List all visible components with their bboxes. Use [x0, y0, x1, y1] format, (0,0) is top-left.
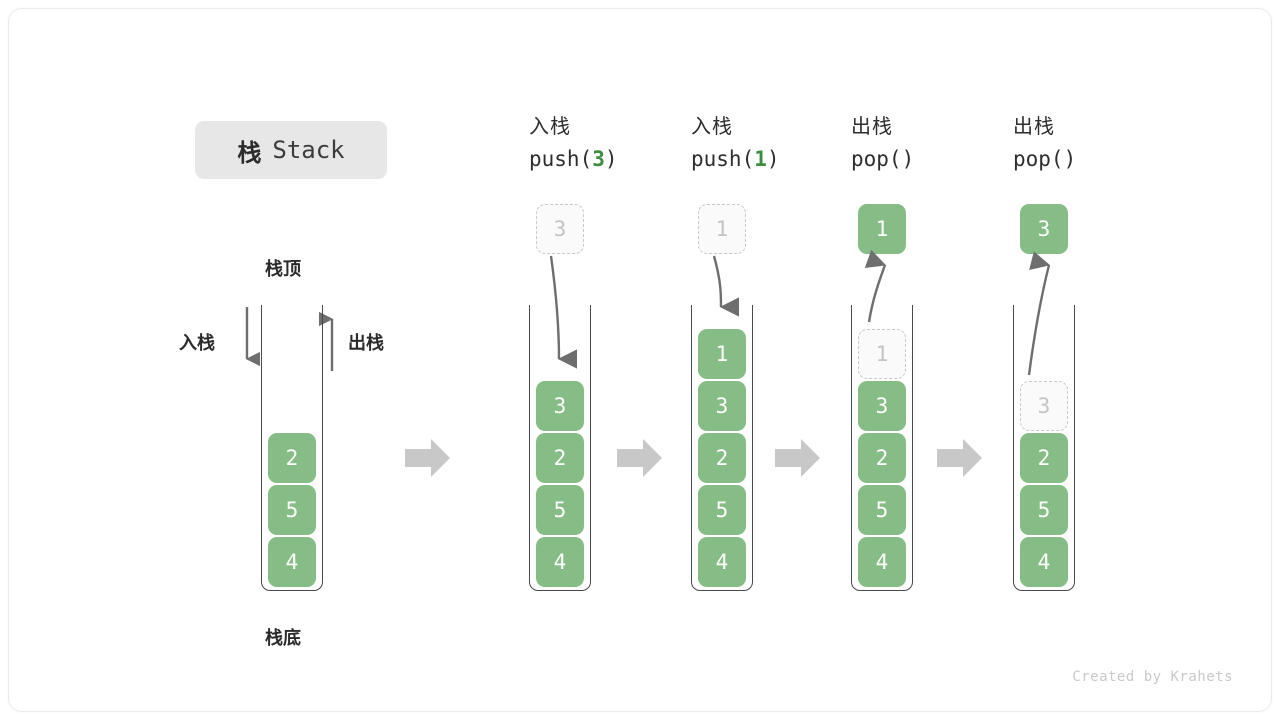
stack-cell: 5 [268, 485, 316, 535]
flow-arrow-icon [617, 439, 662, 477]
code-suffix: ) [901, 147, 915, 171]
operation-label: 入栈 push(1) [661, 114, 821, 174]
operation-code: pop() [851, 144, 981, 174]
stack-cell: 5 [1020, 485, 1068, 535]
popped-value-box: 1 [858, 204, 906, 254]
code-value: 1 [754, 147, 767, 171]
code-suffix: ) [604, 147, 618, 171]
stack-cell: 4 [858, 537, 906, 587]
stack-bottom-label: 栈底 [265, 628, 301, 648]
stack-cell: 4 [536, 537, 584, 587]
flow-arrow-icon [775, 439, 820, 477]
stack-top-label: 栈顶 [265, 259, 301, 279]
stack-cell: 2 [698, 433, 746, 483]
pending-push-box: 1 [698, 204, 746, 254]
code-prefix: pop( [851, 147, 902, 171]
push-direction-label: 入栈 [179, 333, 215, 353]
stack-cell: 2 [268, 433, 316, 483]
stack-cell-ghost: 1 [858, 329, 906, 379]
title-cn: 栈 [237, 139, 263, 167]
operation-label: 出栈 pop() [983, 114, 1143, 174]
stack-cell: 5 [698, 485, 746, 535]
operation-code: push(3) [529, 144, 659, 174]
stack-cell: 1 [698, 329, 746, 379]
stack-cell: 3 [858, 381, 906, 431]
stack-cell: 4 [268, 537, 316, 587]
stack-cell: 2 [858, 433, 906, 483]
push-direction-arrow-icon [245, 307, 260, 369]
pending-push-value: 3 [553, 217, 567, 241]
code-value: 3 [592, 147, 605, 171]
popped-value: 3 [1037, 217, 1051, 241]
code-prefix: push( [691, 147, 755, 171]
stack-cell: 5 [858, 485, 906, 535]
credit-text: Created by Krahets [1072, 669, 1233, 685]
stack-cell: 3 [698, 381, 746, 431]
operation-code: push(1) [691, 144, 821, 174]
stack-cell: 5 [536, 485, 584, 535]
pending-push-box: 3 [536, 204, 584, 254]
stack-cell: 2 [1020, 433, 1068, 483]
pop-direction-arrow-icon [319, 309, 334, 371]
stack-cell: 2 [536, 433, 584, 483]
operation-name: 出栈 [1013, 116, 1055, 138]
pop-direction-label: 出栈 [348, 333, 384, 353]
stack-cell: 3 [536, 381, 584, 431]
stack-cell: 4 [1020, 537, 1068, 587]
code-suffix: ) [766, 147, 780, 171]
flow-arrow-icon [405, 439, 450, 477]
title-badge: 栈 Stack [195, 121, 387, 179]
code-suffix: ) [1063, 147, 1077, 171]
code-prefix: pop( [1013, 147, 1064, 171]
operation-code: pop() [1013, 144, 1143, 174]
operation-name: 入栈 [691, 116, 733, 138]
stack-cell-ghost: 3 [1020, 381, 1068, 431]
popped-value-box: 3 [1020, 204, 1068, 254]
code-prefix: push( [529, 147, 593, 171]
operation-label: 入栈 push(3) [499, 114, 659, 174]
stack-cell: 4 [698, 537, 746, 587]
flow-arrow-icon [937, 439, 982, 477]
pending-push-value: 1 [715, 217, 729, 241]
title-en: Stack [272, 136, 345, 164]
operation-name: 出栈 [851, 116, 893, 138]
popped-value: 1 [875, 217, 889, 241]
operation-label: 出栈 pop() [821, 114, 981, 174]
operation-name: 入栈 [529, 116, 571, 138]
